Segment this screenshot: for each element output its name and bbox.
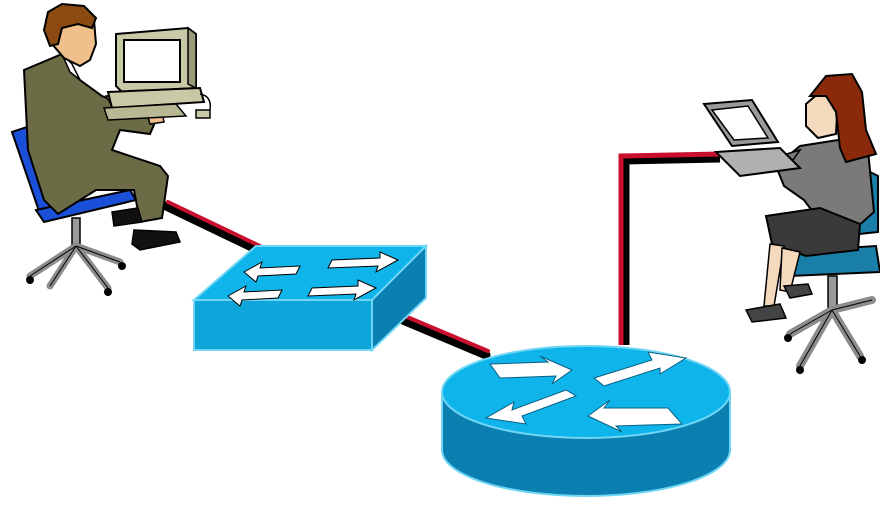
person-at-desktop-icon: [10, 2, 212, 296]
network-router-icon: [441, 345, 731, 497]
desktop-computer-icon: [102, 26, 212, 121]
network-switch-icon: [191, 243, 429, 353]
person-at-laptop-icon: [702, 72, 880, 374]
laptop-icon: [702, 98, 803, 178]
cable-desktop-to-switch: [161, 200, 267, 257]
cable-router-to-laptop: [618, 151, 721, 345]
cable-switch-to-router: [393, 312, 491, 360]
